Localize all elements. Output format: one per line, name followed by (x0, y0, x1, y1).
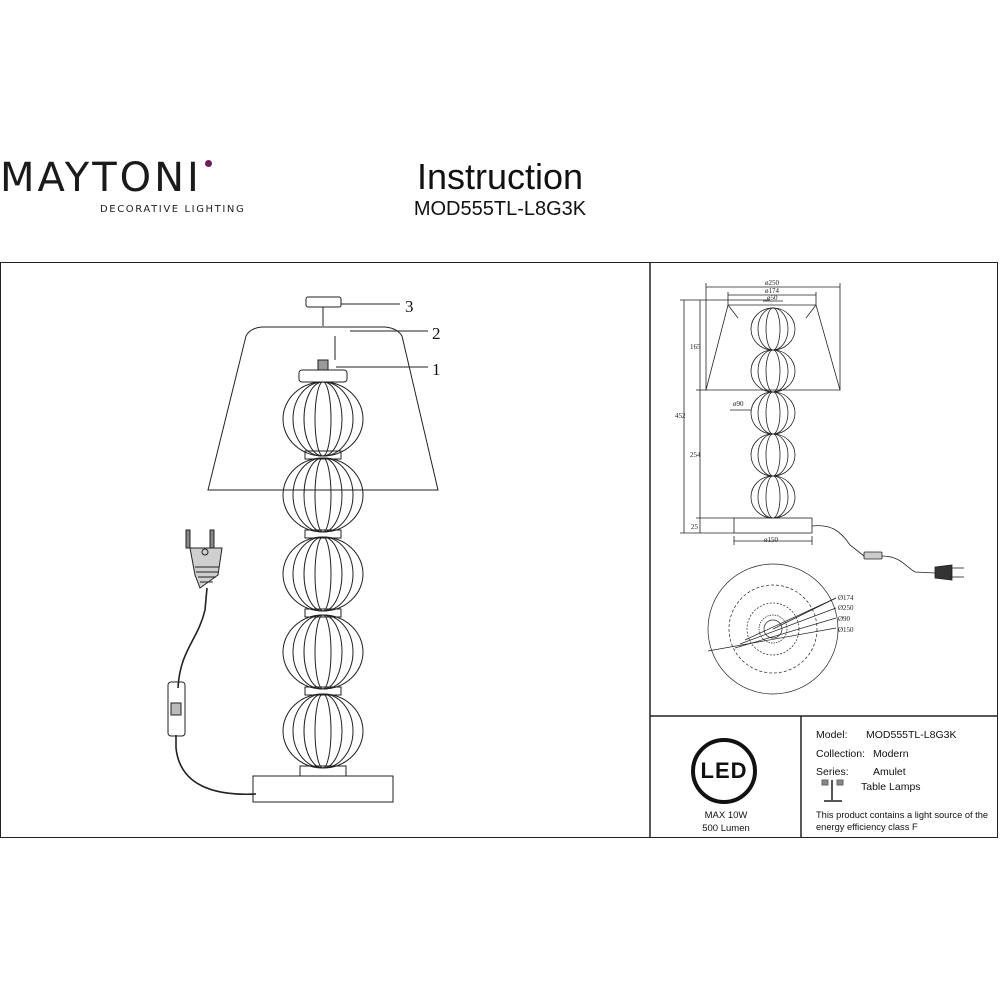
category-value: Table Lamps (861, 781, 921, 793)
callout-1: 1 (432, 360, 441, 379)
led-power: MAX 10W (704, 810, 748, 821)
plug-ground (201, 548, 209, 556)
power-cable (175, 735, 257, 796)
plan-label-250: Ø250 (838, 604, 854, 612)
switch-toggle (170, 702, 182, 716)
plan-label-174: Ø174 (838, 594, 854, 602)
glass-bead (282, 536, 364, 612)
brand-logo: MAYTONI DECORATIVE LIGHTING (0, 155, 246, 215)
led-badge: LED (691, 738, 757, 804)
technical-drawing: 3 2 1 (167, 262, 998, 838)
document-model: MOD555TL-L8G3K (413, 198, 587, 220)
glass-bead (282, 381, 364, 457)
brand-subtitle: DECORATIVE LIGHTING (100, 204, 246, 215)
collection-label: Collection: (816, 748, 866, 760)
plan-center-circle (763, 619, 783, 639)
thread-bolt (317, 359, 329, 371)
dim-top-250: ø250 (765, 279, 780, 287)
callout-3: 3 (405, 297, 414, 316)
dim-left-165: 165 (690, 343, 701, 351)
dim-bottom-150: ø150 (764, 536, 779, 544)
inline-switch (167, 681, 186, 737)
collection-value: Modern (873, 748, 909, 760)
dim-cable (881, 555, 936, 574)
brand-name: MAYTONI (0, 155, 202, 201)
dim-side-90: ø90 (733, 400, 744, 408)
glass-bead (282, 693, 364, 769)
finial-cap (305, 296, 342, 308)
plan-shade-circle (728, 584, 818, 674)
energy-note: This product contains a light source of … (816, 810, 989, 832)
dim-beads (750, 307, 796, 519)
lamp-shade (207, 326, 439, 491)
plan-label-150: Ø150 (838, 626, 854, 634)
table-lamp-icon (821, 779, 844, 802)
document-title: Instruction (416, 156, 584, 197)
dim-left-452: 452 (675, 412, 686, 420)
glass-bead (282, 614, 364, 690)
model-value: MOD555TL-L8G3K (866, 729, 957, 741)
dim-left-254: 254 (690, 451, 701, 459)
led-lumen: 500 Lumen (702, 823, 750, 834)
dim-top-50: ø50 (767, 294, 778, 302)
dimension-drawing (680, 283, 964, 581)
model-label: Model: (816, 729, 848, 741)
power-cable (177, 587, 208, 689)
drawing-frame (0, 262, 998, 838)
dim-base (733, 517, 813, 534)
plan-label-90: Ø90 (838, 615, 851, 623)
dim-cable (811, 525, 865, 557)
dim-switch (863, 551, 883, 560)
dim-shade (705, 304, 841, 391)
series-value: Amulet (873, 766, 906, 778)
dim-plug (934, 564, 953, 581)
top-plate (298, 369, 348, 383)
plan-outer-circle (707, 563, 839, 695)
plug-pin (209, 529, 215, 549)
lamp-base (252, 775, 394, 803)
bead-connector (304, 686, 342, 696)
main-lamp-drawing (167, 296, 439, 803)
bead-connector (304, 450, 342, 460)
plan-inner-circle (758, 614, 788, 644)
plug-pin (185, 529, 191, 549)
series-label: Series: (816, 766, 849, 778)
dim-top-174: ø174 (765, 287, 780, 295)
bead-connector (304, 529, 342, 539)
dim-left-25: 25 (691, 523, 699, 531)
callout-2: 2 (432, 324, 441, 343)
logo-accent-dot (205, 160, 212, 167)
plan-view (707, 563, 839, 695)
glass-bead (282, 457, 364, 533)
bead-connector (304, 608, 342, 618)
